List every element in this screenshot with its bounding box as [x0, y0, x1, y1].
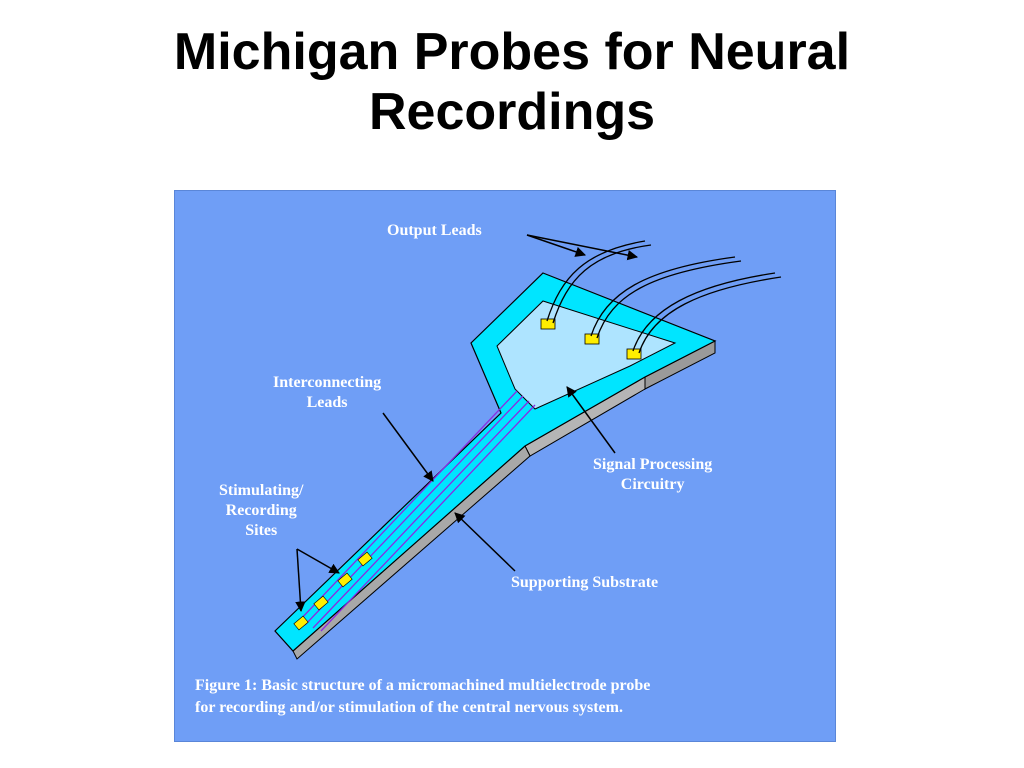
output-wires	[546, 240, 782, 354]
label-output-leads: Output Leads	[387, 222, 482, 239]
label-stimulating-line-2: Recording	[225, 502, 297, 519]
label-interconnecting-leads: Interconnecting Leads	[273, 373, 381, 413]
slide-title-line-2: Recordings	[368, 83, 656, 141]
label-interconnecting-leads-line-1: Interconnecting	[273, 374, 382, 391]
recording-site-1	[357, 551, 373, 567]
probe-figure: Output Leads Interconnecting Leads Signa…	[174, 190, 836, 742]
arrow-supporting-substrate	[454, 512, 516, 572]
arrow-signal-processing	[566, 386, 616, 454]
probe-diagram	[274, 234, 782, 660]
arrow-interconnecting-leads	[382, 412, 434, 482]
figure-caption-line-2: for recording and/or stimulation of the …	[195, 699, 623, 716]
recording-site-4	[293, 615, 309, 631]
output-pad-3	[626, 348, 642, 360]
label-signal-processing-line-2: Circuitry	[620, 476, 685, 493]
arrow-output-leads-2	[526, 234, 639, 261]
recording-site-2	[337, 572, 353, 588]
callout-arrows	[295, 234, 639, 613]
slide-title: Michigan Probes for Neural Recordings	[0, 22, 1024, 142]
arrow-recording-sites-1	[296, 548, 340, 574]
arrow-recording-sites-2	[295, 548, 306, 613]
label-interconnecting-leads-line-2: Leads	[306, 394, 348, 411]
output-pad-2	[584, 333, 600, 345]
label-signal-processing-line-1: Signal Processing	[593, 456, 713, 473]
label-supporting-substrate: Supporting Substrate	[511, 574, 659, 591]
slide-title-line-1: Michigan Probes for Neural	[173, 23, 851, 81]
arrow-output-leads-1	[526, 234, 586, 257]
label-stimulating-line-1: Stimulating/	[219, 482, 304, 499]
shank-side-face	[292, 445, 531, 660]
recording-site-3	[313, 595, 329, 611]
interconnecting-leads	[298, 390, 536, 632]
figure-caption-line-1: Figure 1: Basic structure of a micromach…	[195, 677, 651, 694]
label-stimulating-recording-sites: Stimulating/ Recording Sites	[219, 481, 303, 541]
figure-caption: Figure 1: Basic structure of a micromach…	[195, 675, 650, 719]
output-pad-1	[540, 318, 556, 330]
label-stimulating-line-3: Sites	[245, 522, 278, 539]
label-signal-processing: Signal Processing Circuitry	[593, 455, 712, 495]
